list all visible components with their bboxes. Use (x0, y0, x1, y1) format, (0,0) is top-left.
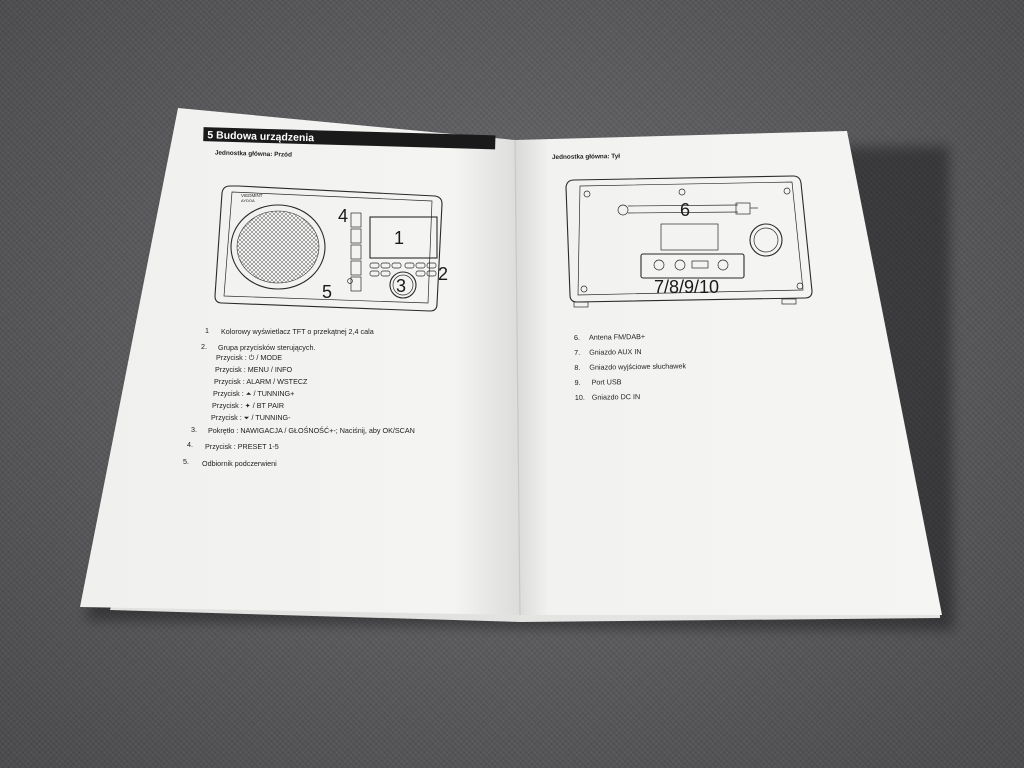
list-item-text: Pokrętło : NAWIGACJA / GŁOŚNOŚĆ+-; Naciś… (208, 426, 415, 435)
speaker-outline (230, 204, 326, 290)
brand-text-1: VIEDMINT (241, 193, 263, 198)
list-item-text: Antena FM/DAB+ (589, 332, 645, 342)
tft-display (369, 216, 438, 259)
ir-receiver (347, 278, 353, 284)
list-item-text: Gniazdo DC IN (592, 392, 640, 402)
rear-subheading: Jednostka główna: Tył (552, 153, 620, 161)
list-subitem: Przycisk : ✦ / BT PAIR (212, 401, 284, 410)
callout-5: 5 (322, 282, 332, 302)
list-item-text: Port USB (592, 377, 622, 386)
callout-4: 4 (338, 206, 348, 226)
list-item-num: 3. (191, 425, 197, 434)
callout-6: 6 (680, 200, 690, 220)
front-radio-diagram: VIEDMINT AYDOA (214, 185, 448, 312)
brand-text-2: AYDOA (241, 198, 255, 203)
list-subitem: Przycisk : MENU / INFO (215, 365, 292, 374)
antenna-base (617, 204, 629, 216)
usb-port (691, 260, 709, 269)
front-subheading: Jednostka główna: Przód (215, 150, 292, 159)
speaker-grille (236, 210, 320, 284)
list-item-num: 5. (183, 457, 189, 466)
callout-2: 2 (438, 264, 448, 284)
list-item-num: 4. (187, 440, 193, 449)
list-item-text: Kolorowy wyświetlacz TFT o przekątnej 2,… (221, 327, 374, 336)
list-subitem: Przycisk : ALARM / WSTECZ (214, 377, 308, 386)
list-item-text: Przycisk : PRESET 1-5 (205, 442, 279, 451)
bass-port (749, 223, 783, 257)
dc-in-jack (717, 259, 729, 271)
section-heading-bar (203, 127, 496, 150)
callout-1: 1 (394, 228, 404, 248)
front-parts-list: 1 Kolorowy wyświetlacz TFT o przekątnej … (183, 326, 415, 468)
list-item-num: 2. (201, 342, 207, 351)
list-item-num: 10. (575, 393, 585, 402)
list-subitem: Przycisk : ⏷ / TUNNING- (211, 413, 291, 422)
navigation-knob (389, 271, 417, 299)
callout-7-10: 7/8/9/10 (654, 277, 719, 297)
list-item-num: 7. (574, 348, 580, 357)
section-heading: 5 Budowa urządzenia (207, 129, 314, 144)
antenna-rod (627, 204, 739, 214)
list-item-text: Gniazdo AUX IN (589, 347, 641, 357)
aux-in-jack (653, 259, 665, 271)
rear-radio-diagram: 6 7/8/9/10 (565, 175, 813, 308)
list-item-num: 9. (575, 378, 581, 387)
rear-label-panel (660, 223, 719, 251)
list-item-num: 1 (205, 326, 209, 335)
list-item-text: Grupa przycisków sterujących. (218, 343, 315, 352)
list-item-text: Gniazdo wyjściowe słuchawek (589, 361, 686, 371)
connector-panel (640, 253, 745, 279)
list-subitem: Przycisk : ⏻ / MODE (216, 353, 282, 362)
list-item-num: 6. (574, 333, 580, 342)
list-item-text: Odbiornik podczerwieni (202, 459, 277, 468)
right-page (515, 131, 942, 615)
headphone-jack (674, 259, 686, 271)
spine (514, 139, 521, 616)
left-page (80, 108, 520, 615)
callout-3: 3 (396, 276, 406, 296)
list-subitem: Przycisk : ⏶ / TUNNING+ (213, 389, 294, 398)
list-item-num: 8. (574, 363, 580, 372)
rear-parts-list: 6. Antena FM/DAB+ 7. Gniazdo AUX IN 8. G… (574, 332, 687, 402)
